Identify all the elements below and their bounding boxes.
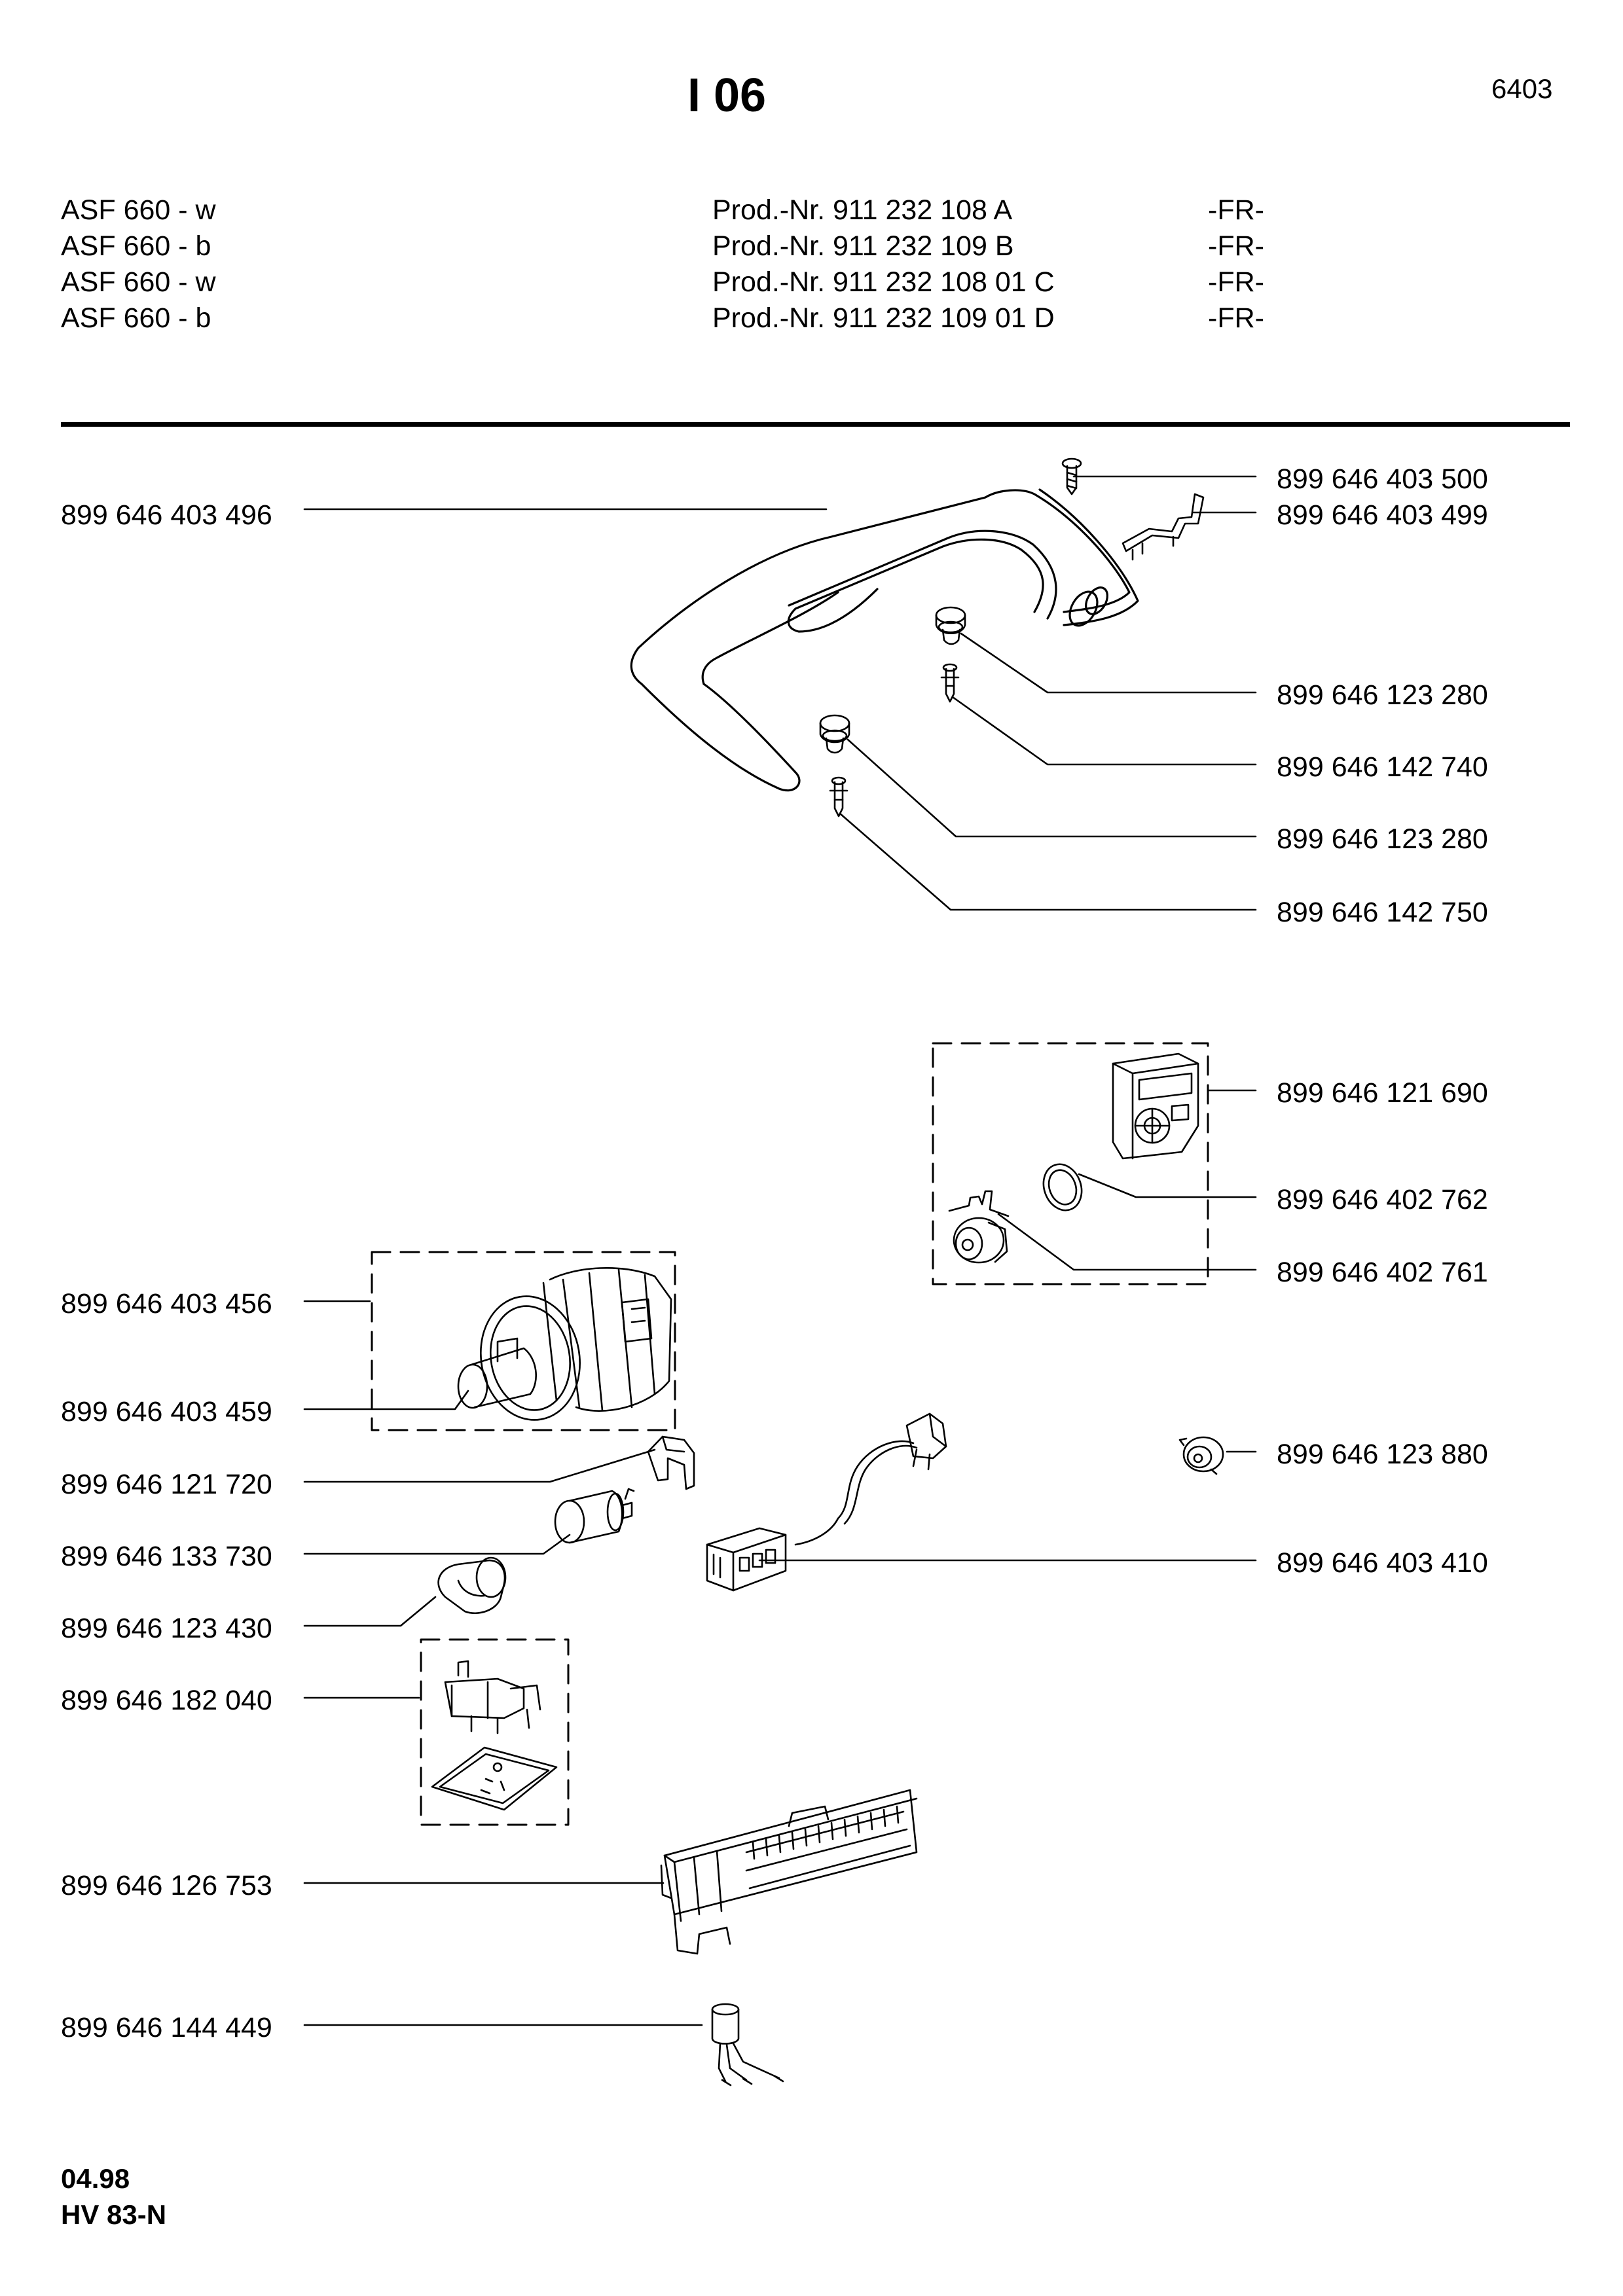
part-number-label: 899 646 402 762 [1277, 1184, 1488, 1215]
part-number-label: 899 646 121 720 [61, 1469, 272, 1500]
part-number-label: 899 646 123 280 [1277, 679, 1488, 711]
control-board [660, 1789, 918, 1955]
part-number-label: 899 646 403 459 [61, 1396, 272, 1427]
micro-switch [444, 1660, 541, 1734]
country-code: -FR- [1208, 266, 1264, 298]
pin [940, 663, 960, 703]
model-name: ASF 660 - w [61, 194, 216, 226]
product-number: Prod.-Nr. 911 232 109 B [712, 230, 1014, 262]
model-row: ASF 660 - w Prod.-Nr. 911 232 108 A -FR- [61, 194, 1567, 230]
product-number: Prod.-Nr. 911 232 108 A [712, 194, 1013, 226]
grommet [819, 714, 850, 754]
leader-line [960, 632, 1257, 694]
leader-line [303, 1390, 469, 1410]
part-number-label: 899 646 182 040 [61, 1685, 272, 1716]
part-number-label: 899 646 403 496 [61, 499, 272, 531]
model-name: ASF 660 - w [61, 266, 216, 298]
switch-plate [431, 1746, 558, 1811]
capacitor [711, 2003, 784, 2087]
leader-line [839, 812, 1257, 911]
leader-lines [303, 475, 1257, 2026]
model-row: ASF 660 - w Prod.-Nr. 911 232 108 01 C -… [61, 266, 1567, 302]
model-row: ASF 660 - b Prod.-Nr. 911 232 109 01 D -… [61, 302, 1567, 338]
part-number-label: 899 646 403 500 [1277, 463, 1488, 495]
actuator [554, 1488, 635, 1544]
part-number-label: 899 646 403 410 [1277, 1547, 1488, 1579]
page-number: 6403 [1491, 73, 1553, 104]
part-number-label: 899 646 402 761 [1277, 1257, 1488, 1288]
leader-line [847, 738, 1257, 838]
part-number-label: 899 646 121 690 [1277, 1077, 1488, 1109]
model-name: ASF 660 - b [61, 230, 211, 262]
leader-line [303, 1448, 656, 1483]
part-number-label: 899 646 403 499 [1277, 499, 1488, 531]
model-name: ASF 660 - b [61, 302, 211, 334]
bracket [647, 1435, 695, 1490]
cap [437, 1556, 507, 1615]
leader-line [303, 1596, 437, 1627]
circulation-pump [457, 1267, 672, 1421]
assembly-box [371, 1251, 676, 1431]
model-row: ASF 660 - b Prod.-Nr. 911 232 109 B -FR- [61, 230, 1567, 266]
product-number: Prod.-Nr. 911 232 109 01 D [712, 302, 1055, 334]
clip [1122, 493, 1205, 561]
assembly-box [932, 1042, 1209, 1285]
header-divider [61, 422, 1570, 427]
pressure-switch [1112, 1052, 1199, 1160]
leader-line [997, 1213, 1257, 1271]
part-number-label: 899 646 123 880 [1277, 1439, 1488, 1470]
leader-line [1078, 1173, 1257, 1198]
footer-date: 04.98 [61, 2163, 130, 2194]
grommet [935, 606, 966, 645]
part-number-label: 899 646 142 750 [1277, 897, 1488, 928]
part-number-label: 899 646 126 753 [61, 1870, 272, 1901]
page-title: I 06 [687, 69, 767, 122]
small-pressure-switch [1178, 1436, 1224, 1475]
leader-line [303, 1534, 571, 1555]
product-number: Prod.-Nr. 911 232 108 01 C [712, 266, 1055, 298]
pin [829, 776, 848, 817]
part-number-label: 899 646 403 456 [61, 1288, 272, 1319]
part-number-label: 899 646 133 730 [61, 1541, 272, 1572]
country-code: -FR- [1208, 230, 1264, 262]
pressure-chamber [948, 1190, 1010, 1264]
part-number-label: 899 646 123 280 [1277, 823, 1488, 855]
country-code: -FR- [1208, 302, 1264, 334]
o-ring [1042, 1163, 1083, 1211]
part-number-label: 899 646 144 449 [61, 2012, 272, 2043]
part-number-label: 899 646 123 430 [61, 1613, 272, 1644]
leader-line [951, 696, 1257, 766]
assembly-box [420, 1638, 570, 1826]
screw [1061, 457, 1082, 495]
connector-block [706, 1527, 787, 1592]
country-code: -FR- [1208, 194, 1264, 226]
footer-code: HV 83-N [61, 2199, 167, 2230]
mains-cable [794, 1412, 947, 1546]
part-number-label: 899 646 142 740 [1277, 751, 1488, 783]
heating-element [630, 488, 1139, 792]
